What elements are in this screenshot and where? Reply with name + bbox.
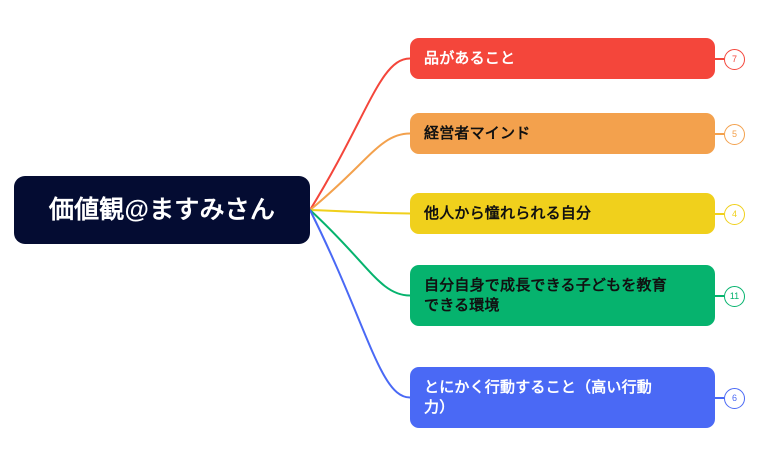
child-count-badge[interactable]: 11 [724,286,745,307]
connector-line [309,209,411,399]
branch-node[interactable]: 品があること [410,38,715,79]
root-node-label: 価値観@ますみさん [48,196,276,224]
connector-line [309,57,411,211]
connector-line [309,209,411,297]
badge-connector [715,294,724,297]
branch-node[interactable]: 経営者マインド [410,113,715,154]
connector-line [309,132,411,211]
connector-line [309,209,411,215]
branch-node-label: 経営者マインド [424,124,531,142]
badge-connector [715,396,724,399]
branch-node-label: 自分自身で成長できる子どもを教育 できる環境 [424,277,667,314]
root-node[interactable]: 価値観@ますみさん [14,176,310,244]
branch-node[interactable]: 他人から憧れられる自分 [410,193,715,234]
branch-node-label: とにかく行動すること（高い行動 力） [424,379,653,416]
branch-node-label: 品があること [424,49,516,67]
child-count-badge[interactable]: 7 [724,49,745,70]
child-count-badge[interactable]: 5 [724,124,745,145]
child-count-badge[interactable]: 6 [724,388,745,409]
child-count-badge[interactable]: 4 [724,204,745,225]
badge-connector [715,212,724,215]
badge-connector [715,132,724,135]
branch-node-label: 他人から憧れられる自分 [424,204,592,222]
branch-node[interactable]: とにかく行動すること（高い行動 力） [410,367,715,428]
branch-node[interactable]: 自分自身で成長できる子どもを教育 できる環境 [410,265,715,326]
badge-connector [715,57,724,60]
